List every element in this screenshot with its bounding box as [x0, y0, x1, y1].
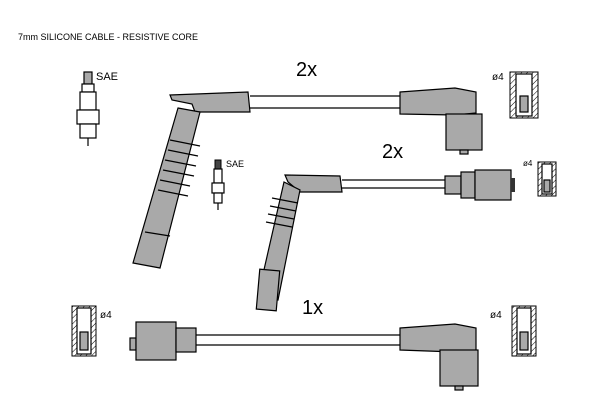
- plug-small-label: SAE: [226, 159, 244, 169]
- terminal-1-label: ø4: [492, 72, 504, 83]
- terminal-1-icon: [509, 71, 539, 119]
- cable-3-quantity: 1x: [302, 297, 323, 319]
- terminal-2-label: ø4: [523, 159, 533, 168]
- cable-1: [132, 87, 483, 269]
- spark-plug-small-icon: [211, 159, 225, 210]
- terminal-3-icon: [71, 305, 97, 357]
- terminal-4-label: ø4: [490, 310, 502, 321]
- terminal-4-icon: [511, 305, 537, 357]
- terminal-2-icon: [537, 161, 557, 197]
- cable-3: [129, 321, 479, 391]
- terminal-3-label: ø4: [100, 310, 112, 321]
- plug-large-label: SAE: [96, 71, 118, 83]
- diagram-title: 7mm SILICONE CABLE - RESISTIVE CORE: [18, 32, 198, 42]
- cable-2-quantity: 2x: [382, 141, 403, 163]
- spark-plug-large-icon: [76, 71, 100, 146]
- cable-2: [255, 169, 515, 312]
- cable-1-quantity: 2x: [296, 59, 317, 81]
